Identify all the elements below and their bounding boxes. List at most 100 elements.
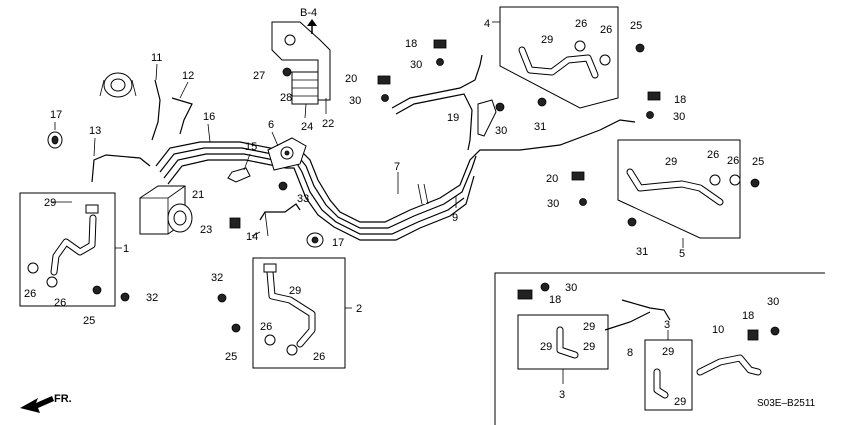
master-cylinder-fitting bbox=[99, 72, 137, 98]
mounting-bracket bbox=[271, 21, 331, 101]
reference-arrow bbox=[307, 19, 317, 34]
callout-4: 4 bbox=[484, 18, 490, 30]
brake-pipe-12 bbox=[171, 97, 193, 135]
callout-23: 23 bbox=[200, 224, 212, 236]
main-brake-pipes bbox=[155, 54, 636, 241]
callout-26e: 26 bbox=[24, 288, 36, 300]
grommet-left bbox=[47, 131, 63, 149]
callout-17b: 17 bbox=[332, 237, 344, 249]
callout-17a: 17 bbox=[50, 109, 62, 121]
callout-5: 5 bbox=[679, 248, 685, 260]
callout-30f: 30 bbox=[565, 282, 577, 294]
callout-26h: 26 bbox=[313, 351, 325, 363]
callout-26a: 26 bbox=[575, 18, 587, 30]
callout-18c: 18 bbox=[549, 294, 561, 306]
callout-25d: 25 bbox=[225, 351, 237, 363]
callout-26b: 26 bbox=[600, 24, 612, 36]
callout-27: 27 bbox=[253, 70, 265, 82]
front-left-hose-frame bbox=[19, 192, 116, 307]
callout-30d: 30 bbox=[673, 111, 685, 123]
callout-labels: 1 2 3 3 4 5 6 7 8 9 10 11 12 13 14 15 16… bbox=[24, 18, 779, 408]
callout-8: 8 bbox=[627, 347, 633, 359]
callout-6: 6 bbox=[268, 119, 274, 131]
callout-7: 7 bbox=[394, 161, 400, 173]
grommet-right bbox=[306, 232, 324, 248]
callout-31a: 31 bbox=[534, 121, 546, 133]
front-right-brake-hose bbox=[263, 263, 316, 356]
callout-30a: 30 bbox=[410, 59, 422, 71]
callout-19: 19 bbox=[447, 112, 459, 124]
callout-14: 14 bbox=[246, 231, 258, 243]
inset-frame bbox=[494, 272, 825, 425]
callout-25b: 25 bbox=[752, 156, 764, 168]
proportioning-valve bbox=[267, 137, 307, 171]
callout-18d: 18 bbox=[742, 310, 754, 322]
callout-30c: 30 bbox=[495, 125, 507, 137]
front-left-brake-hose bbox=[27, 204, 99, 288]
callout-33: 33 bbox=[297, 193, 309, 205]
callout-24: 24 bbox=[301, 121, 313, 133]
rear-right-hose-frame bbox=[617, 139, 741, 239]
inset-pipe-8 bbox=[621, 299, 671, 321]
callout-29b: 29 bbox=[665, 156, 677, 168]
callout-16: 16 bbox=[203, 111, 215, 123]
rear-right-brake-hose bbox=[626, 168, 741, 206]
callout-30b: 30 bbox=[349, 95, 361, 107]
inset-hose-10 bbox=[696, 354, 762, 376]
callout-29e: 29 bbox=[540, 341, 552, 353]
callout-30g: 30 bbox=[767, 296, 779, 308]
callout-25a: 25 bbox=[630, 20, 642, 32]
callout-10: 10 bbox=[712, 324, 724, 336]
callout-26c: 26 bbox=[707, 149, 719, 161]
callout-31b: 31 bbox=[636, 246, 648, 258]
callout-13: 13 bbox=[89, 125, 101, 137]
callout-3a: 3 bbox=[559, 389, 565, 401]
hardware-fasteners bbox=[92, 39, 780, 341]
callout-26g: 26 bbox=[260, 321, 272, 333]
inset-pipe-8b bbox=[604, 311, 651, 331]
brake-pipe-13 bbox=[91, 154, 151, 183]
callout-29c: 29 bbox=[44, 197, 56, 209]
callout-29d: 29 bbox=[289, 285, 301, 297]
callout-12: 12 bbox=[182, 70, 194, 82]
inset-hose-a bbox=[556, 326, 579, 359]
callout-9: 9 bbox=[452, 212, 458, 224]
callout-3b: 3 bbox=[664, 319, 670, 331]
callout-29f: 29 bbox=[583, 321, 595, 333]
inset-hose-frame-b bbox=[644, 339, 693, 411]
front-direction-label: FR. bbox=[54, 393, 72, 405]
front-right-hose-frame bbox=[252, 257, 346, 369]
callout-21: 21 bbox=[192, 189, 204, 201]
callout-15: 15 bbox=[245, 141, 257, 153]
leader-lines bbox=[52, 63, 327, 237]
pipe-joint bbox=[291, 71, 319, 105]
callout-18b: 18 bbox=[674, 94, 686, 106]
callout-26f: 26 bbox=[54, 297, 66, 309]
brake-pipe-14 bbox=[259, 203, 301, 221]
rear-left-hose-frame bbox=[499, 6, 619, 109]
callout-18a: 18 bbox=[405, 38, 417, 50]
callout-11: 11 bbox=[151, 52, 162, 64]
callout-29i: 29 bbox=[674, 396, 686, 408]
callout-22: 22 bbox=[322, 118, 334, 130]
rear-left-brake-hose bbox=[518, 40, 611, 79]
diagram-code: S03E–B2511 bbox=[757, 398, 816, 409]
callout-29a: 29 bbox=[541, 34, 553, 46]
callout-29g: 29 bbox=[583, 341, 595, 353]
reference-label: B-4 bbox=[300, 7, 317, 19]
front-direction-marker: FR. bbox=[20, 393, 72, 413]
brake-pipe-11 bbox=[151, 79, 161, 141]
callout-25c: 25 bbox=[83, 315, 95, 327]
callout-32a: 32 bbox=[146, 292, 158, 304]
callout-1: 1 bbox=[123, 243, 129, 255]
callout-32b: 32 bbox=[211, 272, 223, 284]
callout-30e: 30 bbox=[547, 198, 559, 210]
callout-2: 2 bbox=[356, 303, 362, 315]
bracket-15 bbox=[227, 167, 251, 183]
callout-26d: 26 bbox=[727, 155, 739, 167]
callout-20b: 20 bbox=[546, 173, 558, 185]
callout-20a: 20 bbox=[345, 73, 357, 85]
callout-29h: 29 bbox=[662, 346, 674, 358]
